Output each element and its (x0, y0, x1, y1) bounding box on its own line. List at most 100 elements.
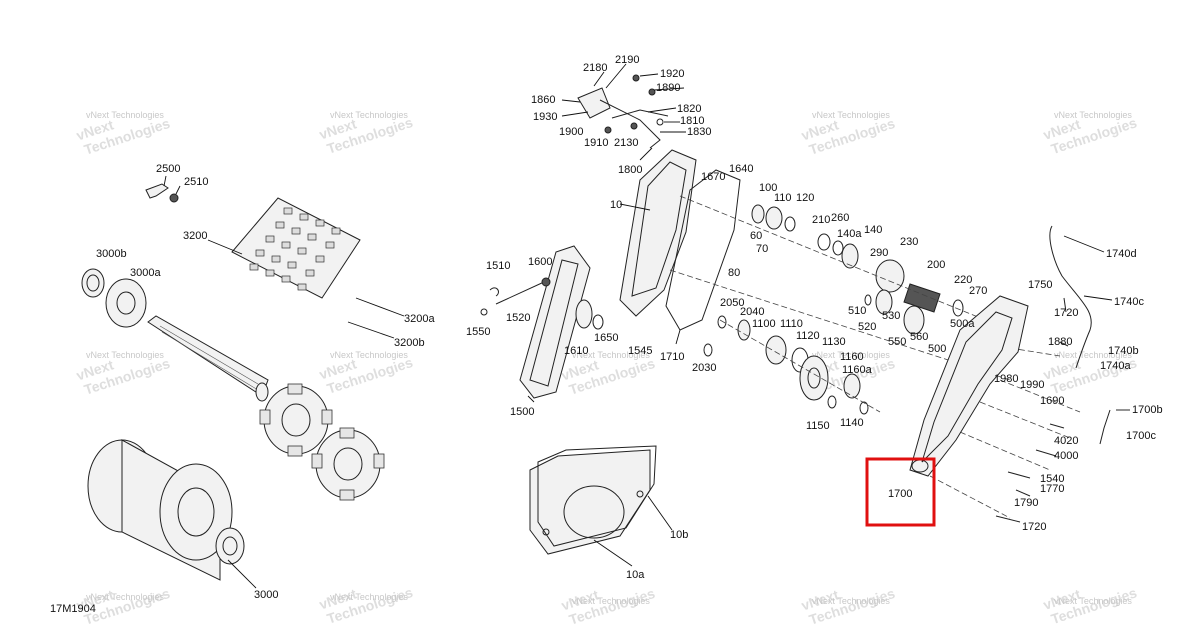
callout-2130: 2130 (614, 137, 638, 149)
svg-text:vNext Technologies: vNext Technologies (572, 350, 650, 360)
watermark: vNext Technologies vNext Technologies (799, 585, 897, 628)
svg-text:vNext Technologies: vNext Technologies (812, 350, 890, 360)
callout-1790: 1790 (1014, 497, 1038, 509)
callout-1610: 1610 (564, 345, 588, 357)
callout-1830: 1830 (687, 126, 711, 138)
cover-10b (537, 445, 673, 547)
svg-text:vNext Technologies: vNext Technologies (86, 350, 164, 360)
sprocket-upper (259, 383, 333, 457)
callout-560: 560 (910, 331, 928, 343)
callout-3200b: 3200b (394, 337, 425, 349)
callout-80: 80 (728, 267, 740, 279)
callout-10: 10 (610, 199, 622, 211)
callout-10a: 10a (626, 569, 645, 581)
callout-260: 260 (831, 212, 849, 224)
dashed-alignment-lines (669, 195, 1081, 519)
callout-1520: 1520 (506, 312, 530, 324)
callout-1545: 1545 (628, 345, 652, 357)
svg-text:vNext Technologies: vNext Technologies (86, 592, 164, 602)
callout-3200a: 3200a (404, 313, 435, 325)
callout-1910: 1910 (584, 137, 608, 149)
watermark: vNext Technologies vNext Technologies (317, 584, 415, 627)
callout-1640: 1640 (729, 163, 753, 175)
callout-1740d: 1740d (1106, 248, 1137, 260)
svg-text:vNext Technologies: vNext Technologies (1054, 110, 1132, 120)
callout-2510: 2510 (184, 176, 208, 188)
callout-1740a: 1740a (1100, 360, 1131, 372)
callout-500a: 500a (950, 318, 975, 330)
seal-3000b (81, 268, 105, 298)
callout-1600: 1600 (528, 256, 552, 268)
watermark: vNext Technologies vNext Technologies (559, 350, 657, 398)
linkage-assembly (561, 63, 686, 161)
callout-1770: 1770 (1040, 483, 1064, 495)
callout-10b: 10b (670, 529, 688, 541)
callout-1810: 1810 (680, 115, 704, 127)
callout-270: 270 (969, 285, 987, 297)
callout-1720-upper: 1720 (1054, 307, 1078, 319)
chaincase-cover-10 (619, 149, 697, 317)
callout-1500: 1500 (510, 406, 534, 418)
callout-1140: 1140 (840, 417, 864, 429)
callout-2500: 2500 (156, 163, 180, 175)
callout-1720-lower: 1720 (1022, 521, 1046, 533)
callout-1980: 1980 (994, 373, 1018, 385)
callout-1820: 1820 (677, 103, 701, 115)
callout-220: 220 (954, 274, 972, 286)
callout-1710: 1710 (660, 351, 684, 363)
callout-500: 500 (928, 343, 946, 355)
callout-200: 200 (927, 259, 945, 271)
gasket-1710 (665, 169, 741, 345)
svg-text:vNext Technologies: vNext Technologies (812, 596, 890, 606)
bolts-right (995, 297, 1069, 523)
callout-520: 520 (858, 321, 876, 333)
callout-1510: 1510 (486, 260, 510, 272)
bolt-1700b (1099, 409, 1130, 445)
watermark: vNext Technologies vNext Technologies (1041, 584, 1139, 627)
callout-1650: 1650 (594, 332, 618, 344)
callout-3000b: 3000b (96, 248, 127, 260)
callout-120: 120 (796, 192, 814, 204)
callout-1690: 1690 (1040, 395, 1064, 407)
callout-1700: 1700 (888, 488, 912, 500)
callout-1800: 1800 (618, 164, 642, 176)
drive-shaft (147, 315, 269, 402)
callout-1900: 1900 (559, 126, 583, 138)
callout-140: 140 (864, 224, 882, 236)
svg-text:vNext Technologies: vNext Technologies (330, 350, 408, 360)
sprocket-1610 (575, 299, 604, 330)
callout-1670: 1670 (701, 171, 725, 183)
callout-210: 210 (812, 214, 830, 226)
svg-text:vNext Technologies: vNext Technologies (330, 592, 408, 602)
gear-stack (703, 204, 964, 415)
callout-1700c: 1700c (1126, 430, 1156, 442)
callout-1100: 1100 (752, 318, 776, 330)
watermark: vNext Technologies vNext Technologies (74, 110, 172, 158)
callout-1750: 1750 (1028, 279, 1052, 291)
callout-1930: 1930 (533, 111, 557, 123)
svg-text:vNext Technologies: vNext Technologies (1054, 350, 1132, 360)
callout-2040: 2040 (740, 306, 764, 318)
callout-3000: 3000 (254, 589, 278, 601)
callout-1880: 1880 (1048, 336, 1072, 348)
callout-4000: 4000 (1054, 450, 1078, 462)
callout-550: 550 (888, 336, 906, 348)
bearing-3000a (105, 278, 147, 328)
brake-line-1740 (1049, 225, 1113, 369)
callout-1550: 1550 (466, 326, 490, 338)
watermark: vNext Technologies vNext Technologies (74, 350, 172, 398)
callout-510: 510 (848, 305, 866, 317)
callout-labels: 2180 2190 1920 1890 1860 1820 1930 1810 … (50, 54, 1163, 615)
watermark: vNext Technologies vNext Technologies (799, 110, 897, 158)
callout-2190: 2190 (615, 54, 639, 66)
callout-3000a: 3000a (130, 267, 161, 279)
bracket-2500 (145, 175, 181, 203)
callout-2050: 2050 (720, 297, 744, 309)
callout-70: 70 (756, 243, 768, 255)
watermark: vNext Technologies vNext Technologies (559, 585, 657, 628)
callout-1160: 1160 (840, 351, 864, 363)
callout-2180: 2180 (583, 62, 607, 74)
stud-plate-3200 (207, 197, 405, 339)
highlight-box-1700 (865, 457, 936, 527)
